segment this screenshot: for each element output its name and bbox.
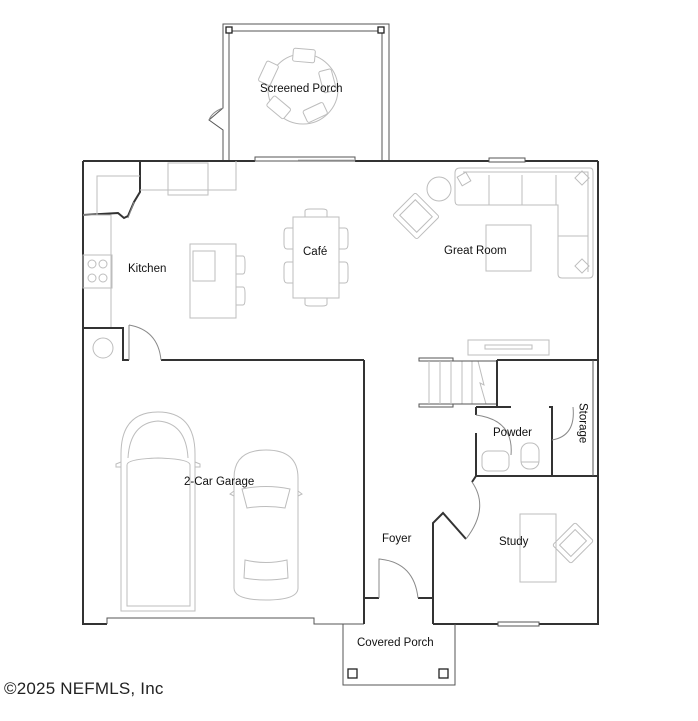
covered-porch-structure (342, 624, 456, 686)
desk-chair-icon (552, 522, 594, 564)
room-label-kitchen: Kitchen (128, 263, 167, 275)
van-icon (115, 411, 201, 612)
pantry-walls (82, 161, 141, 220)
kitchen-counters (82, 161, 237, 328)
window-icon (497, 621, 540, 627)
room-label-garage: 2-Car Garage (184, 476, 255, 488)
stairs-icon (418, 357, 497, 408)
coffee-table-icon (485, 224, 532, 272)
room-label-powder: Powder (493, 427, 532, 439)
round-table-with-chairs-icon (258, 47, 339, 125)
vanity-sink-icon (481, 450, 510, 472)
room-label-cafe: Café (303, 246, 328, 258)
room-label-great-room: Great Room (444, 245, 507, 257)
room-label-covered-porch: Covered Porch (357, 637, 434, 649)
exterior-walls (82, 160, 599, 625)
porch-post-icon (225, 26, 233, 34)
sliding-door-icon (254, 156, 356, 162)
sink-icon (167, 162, 209, 196)
utility-walls (83, 324, 162, 361)
front-door (378, 558, 419, 599)
interior-walls (432, 359, 598, 598)
stove-icon (82, 254, 113, 289)
porch-post-icon (438, 668, 449, 679)
car-icon (229, 449, 303, 601)
dining-table-icon (283, 208, 349, 307)
room-label-storage: Storage (576, 403, 589, 444)
armchair-icon (392, 192, 440, 240)
room-label-study: Study (499, 536, 529, 548)
door-swing (551, 406, 574, 441)
door-swing (465, 481, 481, 540)
tv-console-icon (467, 339, 550, 356)
window-icon (488, 157, 526, 163)
sectional-sofa-icon (454, 167, 594, 279)
room-label-foyer: Foyer (382, 533, 412, 545)
screened-porch-structure (208, 23, 390, 160)
porch-post-icon (377, 26, 385, 34)
copyright-text: ©2025 NEFMLS, Inc (4, 679, 164, 698)
water-heater-icon (92, 337, 114, 359)
toilet-icon (520, 442, 540, 470)
room-label-screened-porch: Screened Porch (260, 83, 343, 95)
side-table-icon (426, 176, 452, 202)
porch-post-icon (347, 668, 358, 679)
door-swing (475, 414, 512, 456)
kitchen-island-icon (189, 243, 246, 319)
